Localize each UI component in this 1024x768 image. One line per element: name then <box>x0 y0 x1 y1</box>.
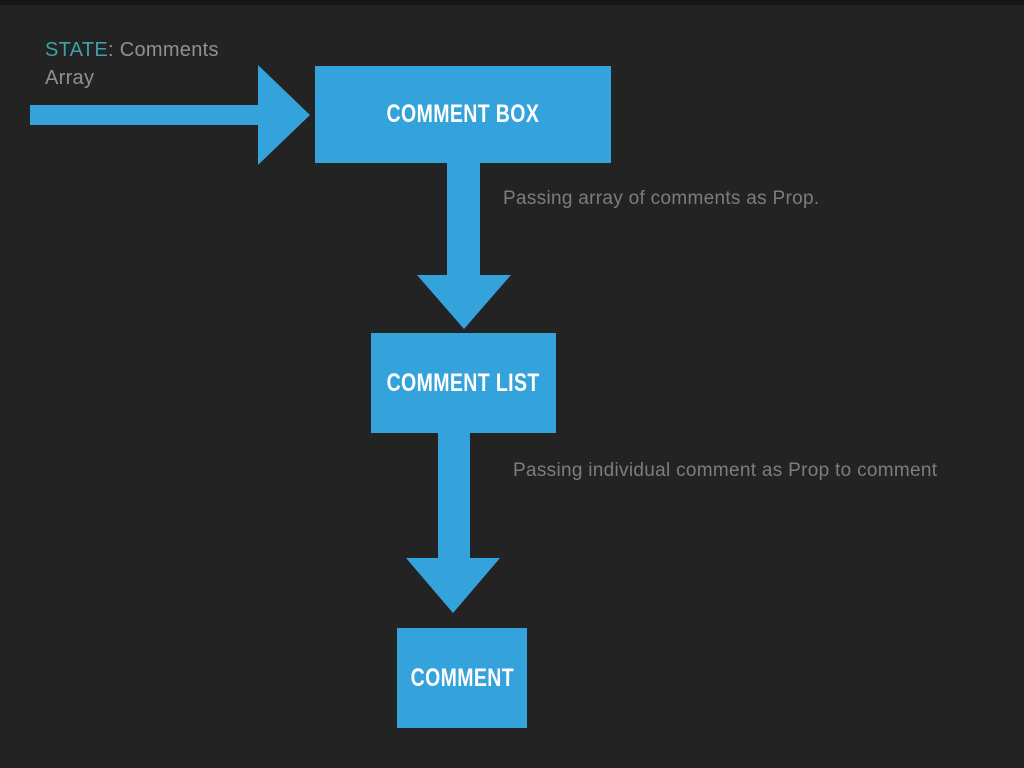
arrow1-down-icon <box>417 275 511 329</box>
node-comment-list-label: COMMENT LIST <box>386 368 541 397</box>
state-arrow-right-icon <box>258 65 310 165</box>
state-label-line2: Array <box>45 67 95 89</box>
state-label-line1: STATE: Comments <box>45 36 219 64</box>
edge-label-passing-individual: Passing individual comment as Prop to co… <box>513 460 938 481</box>
node-comment-list: COMMENT LIST <box>371 333 556 433</box>
arrow2-down-icon <box>406 558 500 613</box>
state-rest-text: : Comments <box>107 39 219 61</box>
edge-label-passing-array: Passing array of comments as Prop. <box>503 188 820 209</box>
arrow1-shaft <box>447 163 480 275</box>
state-arrow-shaft <box>30 105 258 125</box>
node-comment-box-label: COMMENT BOX <box>386 100 540 128</box>
state-key-text: STATE <box>45 39 108 61</box>
node-comment: COMMENT <box>397 628 527 728</box>
top-edge-strip <box>0 0 1024 5</box>
node-comment-box: COMMENT BOX <box>315 66 611 163</box>
node-comment-label: COMMENT <box>410 663 514 692</box>
state-label: STATE: Comments Array <box>45 36 219 92</box>
arrow2-shaft <box>438 433 470 558</box>
